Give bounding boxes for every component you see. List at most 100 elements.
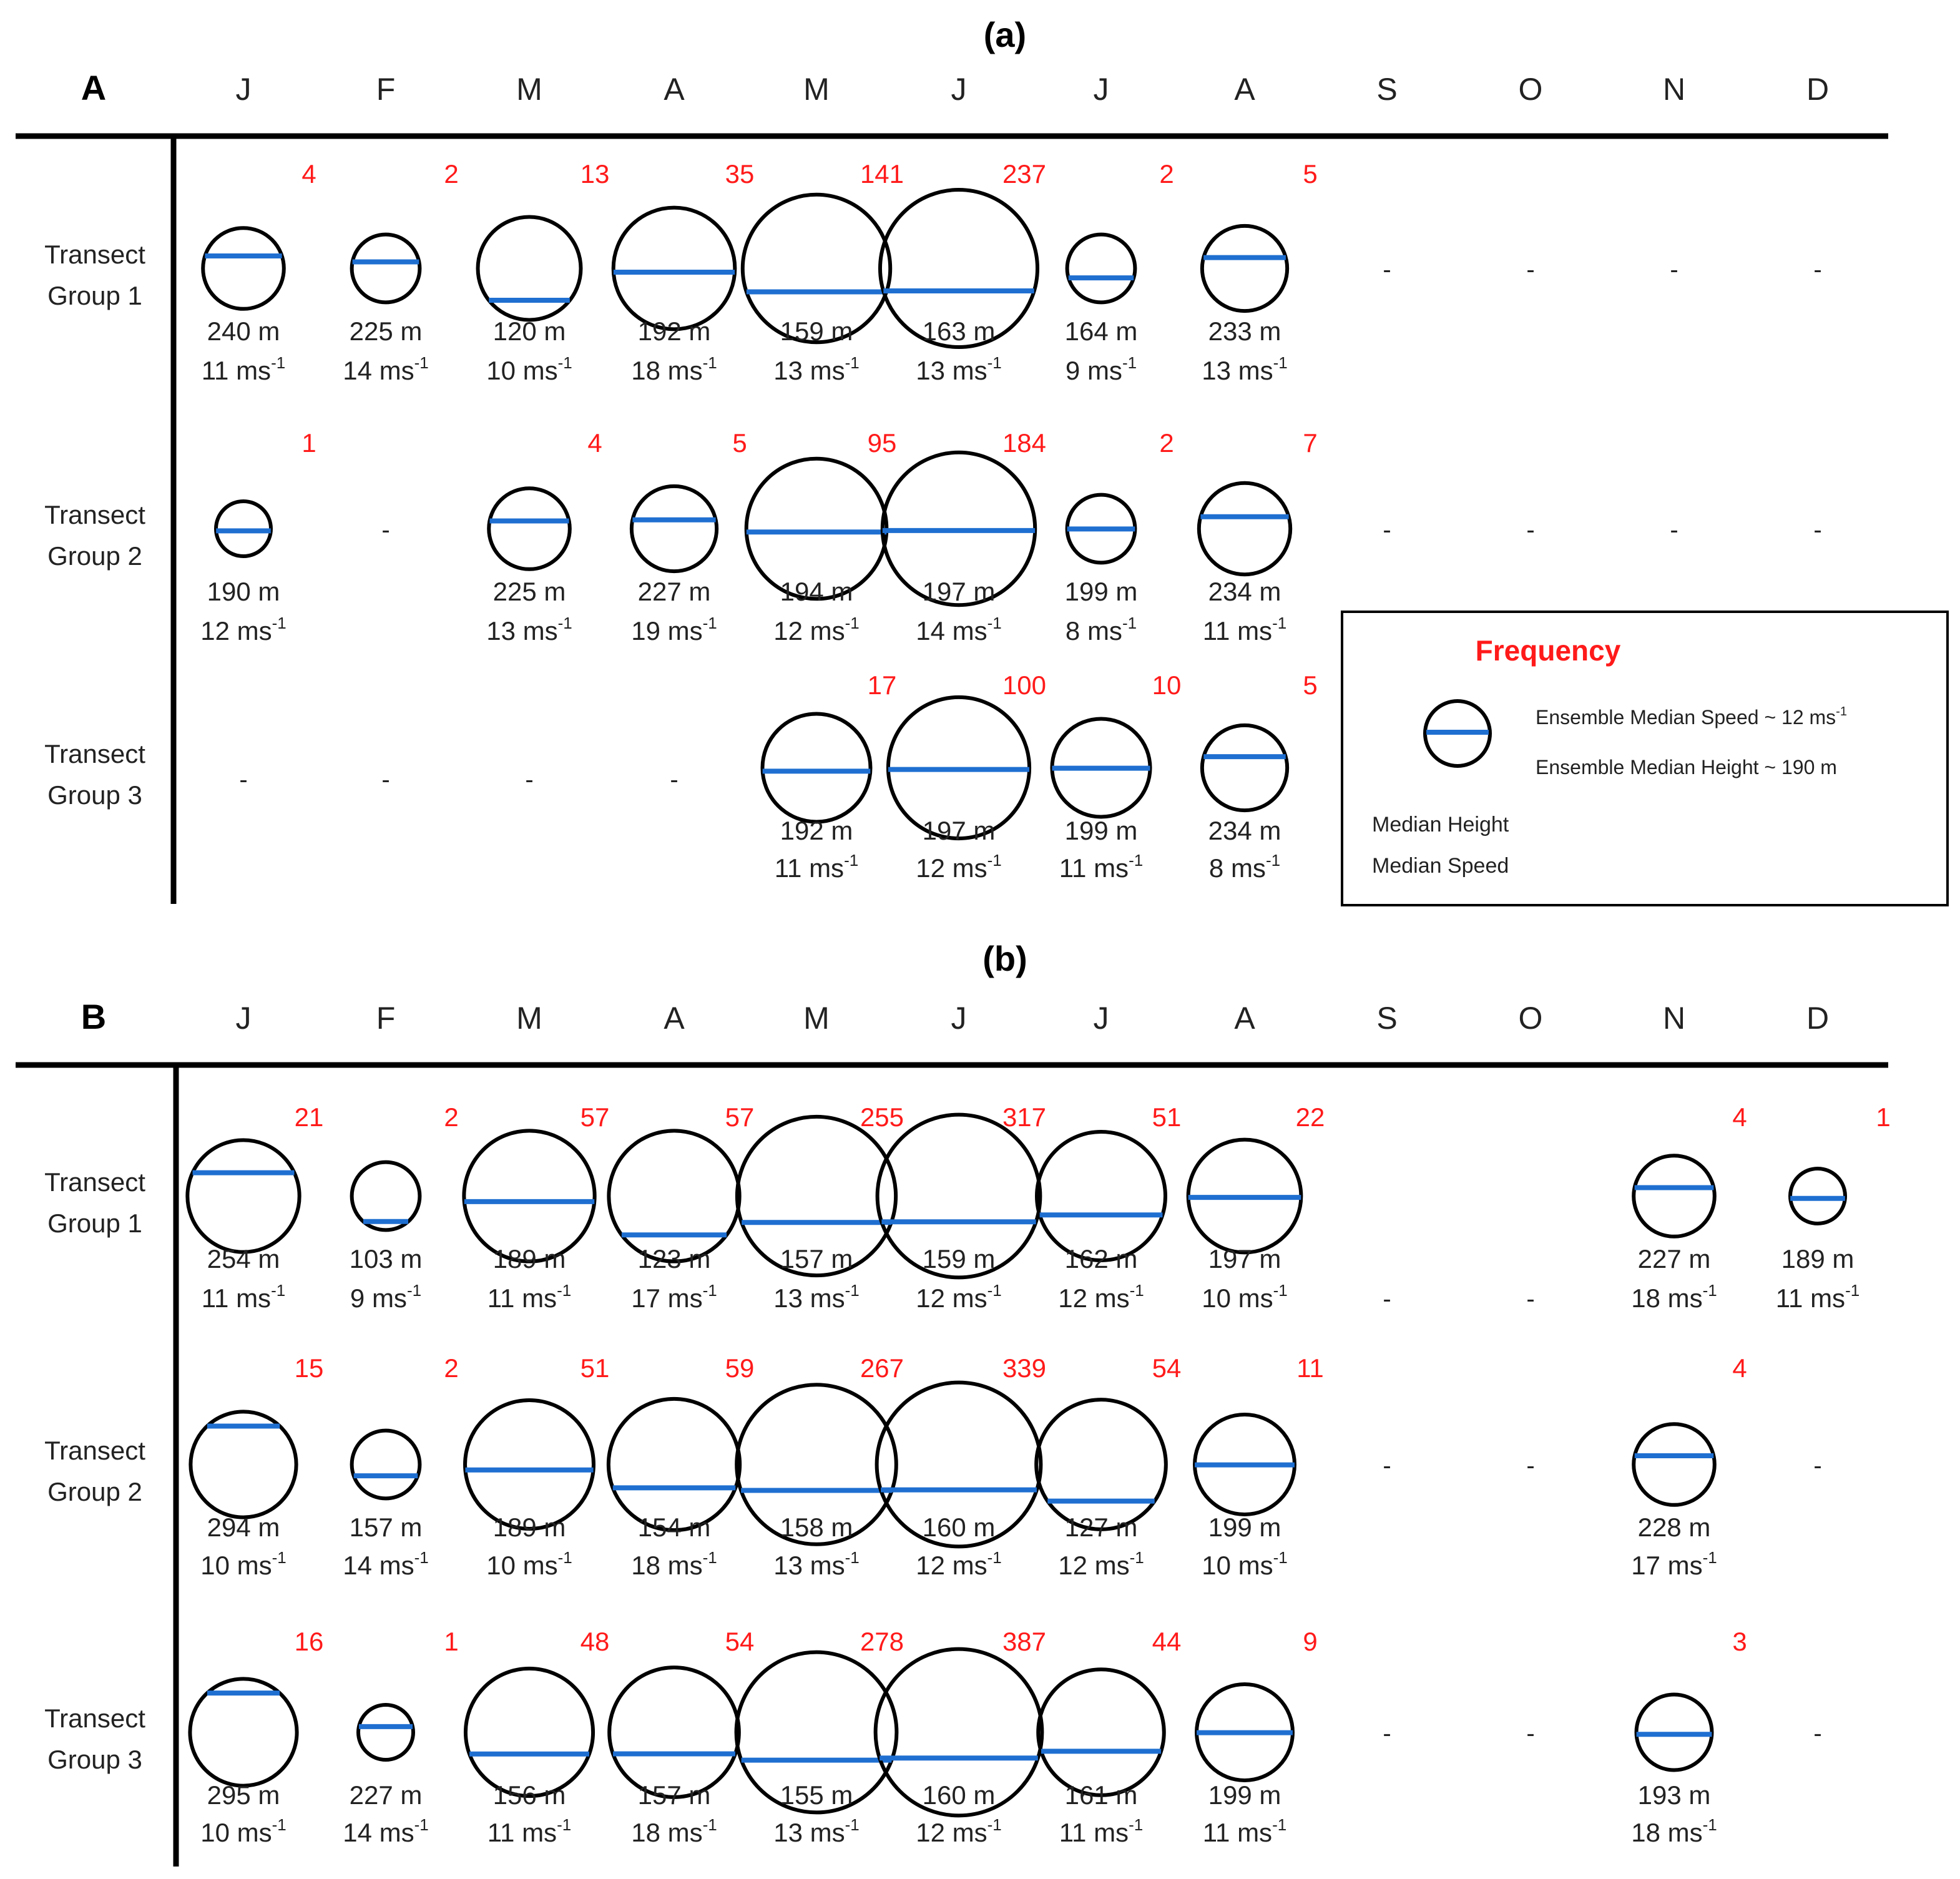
median-speed-number: 12 ms xyxy=(200,616,272,645)
row-label-line2: Group 1 xyxy=(47,1209,142,1238)
panel-b-month-label: D xyxy=(1806,1001,1829,1036)
median-speed-unit-sup: -1 xyxy=(414,1815,429,1834)
median-speed-unit-sup: -1 xyxy=(1273,1548,1288,1567)
frequency-circle xyxy=(735,1114,898,1278)
median-speed-value: 11 ms-1 xyxy=(1059,851,1143,883)
median-speed-number: 18 ms xyxy=(1631,1283,1702,1313)
missing-marker: - xyxy=(1383,256,1391,283)
frequency-value: 9 xyxy=(1303,1627,1317,1656)
legend-median-height: Median Height xyxy=(1372,813,1509,836)
median-speed-value: 11 ms-1 xyxy=(1776,1281,1860,1313)
frequency-circle xyxy=(1634,1692,1714,1772)
median-height-value: 158 m xyxy=(780,1513,853,1542)
frequency-value: 2 xyxy=(444,1353,458,1383)
median-speed-unit-sup: -1 xyxy=(845,614,860,632)
row-label-line2: Group 1 xyxy=(47,281,142,310)
median-speed-value: 12 ms-1 xyxy=(916,851,1002,883)
median-speed-value: 12 ms-1 xyxy=(1058,1281,1144,1313)
median-speed-number: 10 ms xyxy=(200,1551,272,1580)
median-height-value: 164 m xyxy=(1065,316,1138,346)
missing-marker: - xyxy=(239,766,247,793)
median-speed-value: 12 ms-1 xyxy=(916,1548,1002,1580)
median-height-value: 159 m xyxy=(780,316,853,346)
median-speed-unit-sup: -1 xyxy=(1703,1815,1717,1834)
median-speed-number: 8 ms xyxy=(1066,616,1122,645)
median-speed-number: 14 ms xyxy=(343,1551,414,1580)
missing-marker: - xyxy=(1526,1285,1534,1313)
median-speed-value: 19 ms-1 xyxy=(631,614,717,645)
median-height-value: 157 m xyxy=(638,1780,711,1810)
median-speed-value: 10 ms-1 xyxy=(200,1548,287,1580)
frequency-circle xyxy=(606,1396,742,1533)
legend-example-circle xyxy=(1423,699,1492,768)
median-speed-unit-sup: -1 xyxy=(414,353,429,372)
frequency-value: 2 xyxy=(444,159,458,189)
missing-marker: - xyxy=(1526,1452,1534,1479)
median-speed-number: 11 ms xyxy=(1203,1818,1272,1847)
median-speed-number: 9 ms xyxy=(350,1283,407,1313)
frequency-value: 100 xyxy=(1002,670,1046,700)
frequency-value: 1 xyxy=(444,1627,458,1656)
frequency-value: 51 xyxy=(1152,1102,1182,1132)
median-speed-value: 12 ms-1 xyxy=(916,1281,1002,1313)
median-speed-number: 9 ms xyxy=(1066,356,1122,385)
median-speed-unit-sup: -1 xyxy=(845,1815,860,1834)
median-speed-unit-sup: -1 xyxy=(1130,1548,1144,1567)
panel-a-month-label: J xyxy=(236,72,252,107)
missing-marker: - xyxy=(1526,1720,1534,1747)
median-height-value: 197 m xyxy=(923,816,996,845)
frequency-circle xyxy=(1193,1413,1296,1516)
median-speed-unit-sup: -1 xyxy=(271,1281,285,1300)
frequency-circle xyxy=(1034,1398,1168,1531)
median-speed-value: 11 ms-1 xyxy=(775,851,858,883)
median-speed-value: 10 ms-1 xyxy=(1202,1548,1288,1580)
frequency-value: 141 xyxy=(860,159,904,189)
frequency-circle xyxy=(875,1112,1042,1280)
frequency-value: 278 xyxy=(860,1627,904,1656)
median-height-value: 197 m xyxy=(923,577,996,606)
median-height-value: 233 m xyxy=(1208,316,1281,346)
frequency-value: 267 xyxy=(860,1353,904,1383)
frequency-circle xyxy=(1036,1667,1166,1797)
frequency-value: 1 xyxy=(1876,1102,1890,1132)
frequency-circle xyxy=(487,486,572,571)
frequency-circle xyxy=(875,1380,1043,1549)
median-speed-number: 11 ms xyxy=(1059,1818,1129,1847)
median-speed-unit-sup: -1 xyxy=(558,614,572,632)
frequency-value: 54 xyxy=(725,1627,755,1656)
panel-b-month-label: M xyxy=(516,1001,542,1036)
panel-a-month-label: O xyxy=(1519,72,1543,107)
median-speed-value: 11 ms-1 xyxy=(488,1281,571,1313)
frequency-circle xyxy=(188,1677,299,1788)
median-speed-value: 18 ms-1 xyxy=(631,1815,717,1847)
median-height-value: 120 m xyxy=(493,316,566,346)
median-speed-number: 11 ms xyxy=(1059,853,1129,883)
frequency-value: 255 xyxy=(860,1102,904,1132)
median-speed-unit-sup: -1 xyxy=(558,353,572,372)
panel-a-month-label: S xyxy=(1376,72,1397,107)
median-height-value: 234 m xyxy=(1208,816,1281,845)
missing-marker: - xyxy=(1383,1452,1391,1479)
median-speed-value: 11 ms-1 xyxy=(202,1281,285,1313)
median-speed-unit-sup: -1 xyxy=(271,353,285,372)
frequency-value: 44 xyxy=(1152,1627,1182,1656)
frequency-value: 22 xyxy=(1296,1102,1325,1132)
frequency-value: 339 xyxy=(1002,1353,1046,1383)
median-speed-unit-sup: -1 xyxy=(845,1548,860,1567)
